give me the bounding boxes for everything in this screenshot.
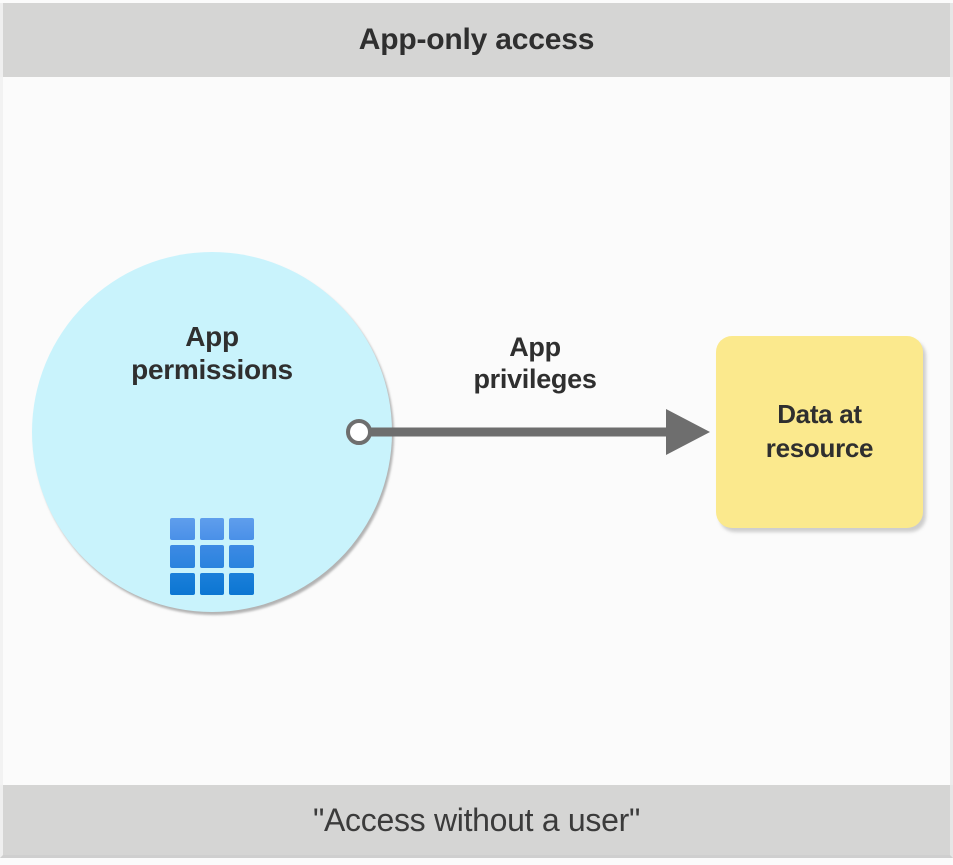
node-app-permissions[interactable]: App permissions: [32, 252, 392, 612]
app-grid-cell: [199, 518, 225, 541]
node-app-permissions-label-line2: permissions: [131, 354, 293, 386]
app-grid-cell: [199, 572, 225, 595]
diagram-caption: "Access without a user": [312, 802, 641, 838]
diagram-header-band: App-only access: [0, 3, 953, 77]
app-grid-cell: [229, 518, 254, 541]
diagram-body: App permissions App privileges: [0, 77, 953, 785]
app-grid-cell: [170, 545, 195, 568]
app-grid-cell: [199, 545, 225, 568]
node-app-permissions-label-line1: App: [185, 321, 239, 352]
connector-label: App privileges: [415, 332, 655, 396]
node-data-at-resource[interactable]: Data at resource: [716, 336, 923, 528]
node-data-at-resource-label: Data at resource: [765, 398, 874, 466]
app-grid-cell: [229, 572, 254, 595]
node-data-at-resource-label-line1: Data at: [777, 399, 862, 430]
app-grid-icon: [170, 518, 254, 595]
app-grid-cell: [170, 572, 195, 595]
connector-label-line1: App: [509, 332, 561, 362]
diagram-footer-band: "Access without a user": [0, 785, 953, 858]
app-grid-cell: [229, 545, 254, 568]
app-grid-cell: [170, 518, 195, 541]
connector-label-line2: privileges: [473, 363, 597, 394]
connector-arrowhead-icon: [666, 409, 710, 455]
diagram-title: App-only access: [358, 23, 595, 56]
node-data-at-resource-label-line2: resource: [765, 433, 874, 463]
node-app-permissions-label: App permissions: [32, 320, 392, 386]
